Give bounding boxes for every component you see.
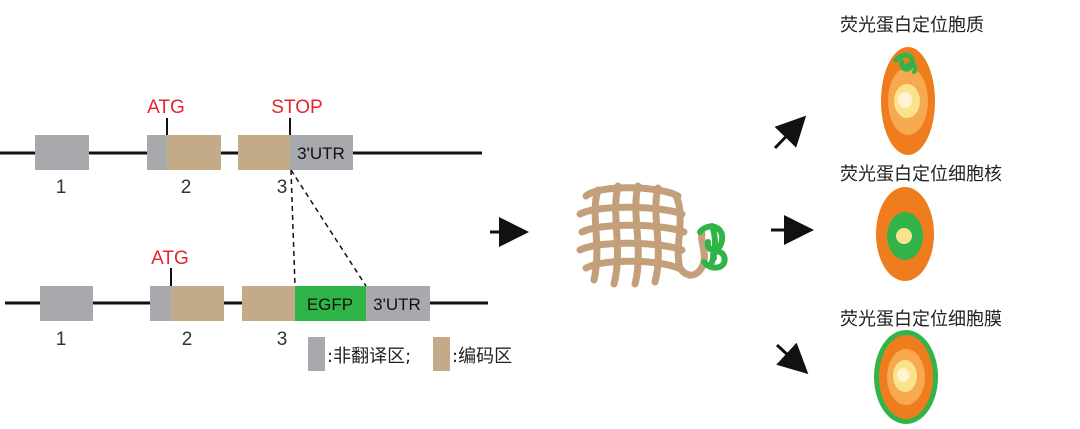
bottom-exon-1-utr xyxy=(40,286,93,321)
insertion-guide-left xyxy=(290,169,296,287)
egfp-domain-icon xyxy=(697,223,728,271)
top-exon-number-3: 3 xyxy=(277,177,288,198)
top-exon-2-cds xyxy=(167,135,221,170)
bottom-exon-number-2: 2 xyxy=(182,329,193,350)
top-exon-1-utr xyxy=(35,135,89,170)
bottom-atg-label: ATG xyxy=(151,248,189,269)
nucleus-cell-icon xyxy=(876,187,934,281)
fusion-protein-icon xyxy=(576,182,728,288)
top-exon-number-1: 1 xyxy=(56,177,67,198)
bottom-exon-2-utr xyxy=(150,286,171,321)
top-atg-label: ATG xyxy=(147,97,185,118)
top-exon-number-2: 2 xyxy=(181,177,192,198)
outcome-label-nucleus: 荧光蛋白定位细胞核 xyxy=(840,164,1002,185)
top-utr3-label: 3'UTR xyxy=(297,144,345,163)
bottom-utr3-label: 3'UTR xyxy=(373,295,421,314)
bottom-exon-number-3: 3 xyxy=(277,329,288,350)
flow-arrow-cytoplasm xyxy=(773,115,807,150)
outcome-label-membrane: 荧光蛋白定位细胞膜 xyxy=(840,309,1002,330)
legend: :非翻译区; :编码区 xyxy=(308,337,512,371)
insertion-guide-right xyxy=(290,169,367,287)
bottom-exon-number-1: 1 xyxy=(56,329,67,350)
flow-arrow-membrane xyxy=(775,342,809,375)
bottom-exon-2-cds xyxy=(171,286,224,321)
bottom-gene: EGFP 3'UTR ATG 1 2 3 xyxy=(5,248,488,350)
legend-cds-label: :编码区 xyxy=(452,346,512,367)
bottom-exon-3-cds xyxy=(242,286,295,321)
top-exon-2-utr xyxy=(147,135,167,170)
legend-utr-swatch xyxy=(308,337,325,371)
bottom-exon-3-utr xyxy=(366,286,430,321)
legend-cds-swatch xyxy=(433,337,450,371)
legend-utr-label: :非翻译区; xyxy=(327,346,411,367)
protein-coil-icon xyxy=(576,182,708,288)
membrane-cell-icon xyxy=(874,330,938,424)
top-exon-3-cds xyxy=(238,135,290,170)
top-stop-label: STOP xyxy=(271,97,322,118)
top-exon-3-utr xyxy=(290,135,353,170)
cytoplasm-cell-icon xyxy=(881,47,935,155)
top-gene: 3'UTR ATG STOP 1 2 3 xyxy=(0,97,482,198)
outcome-label-cytoplasm: 荧光蛋白定位胞质 xyxy=(840,15,984,36)
egfp-block xyxy=(295,286,366,321)
egfp-label: EGFP xyxy=(307,295,353,314)
